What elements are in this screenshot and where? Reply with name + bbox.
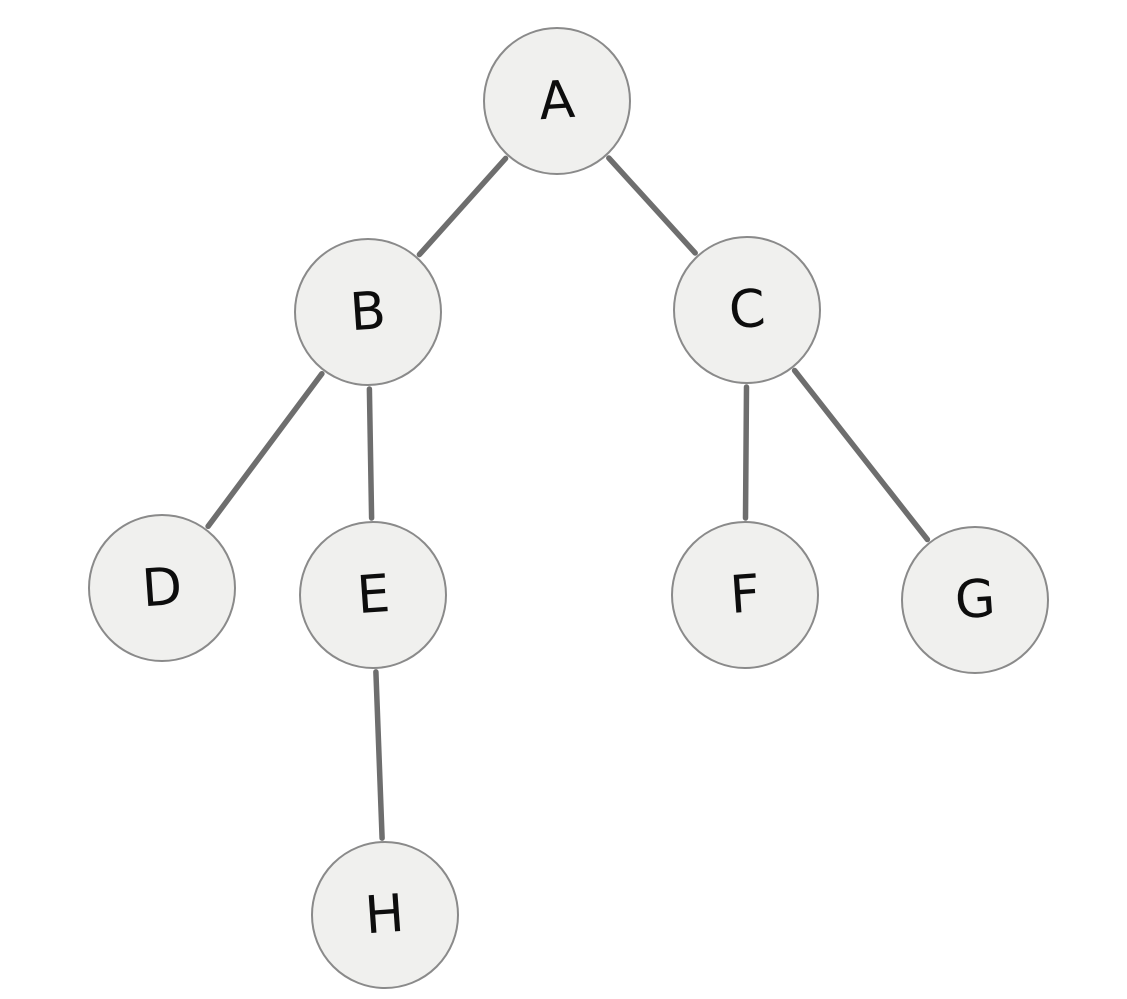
edge-B-E[interactable] [366,386,375,521]
node-C[interactable]: C [673,236,821,384]
edge-C-F[interactable] [742,384,750,521]
node-C-label: C [726,278,768,342]
node-D-label: D [139,556,185,620]
node-A[interactable]: A [483,27,631,175]
edge-E-H[interactable] [373,669,385,841]
node-B-label: B [348,280,388,344]
node-G-label: G [952,568,998,632]
node-A-label: A [537,69,577,133]
node-H[interactable]: H [311,841,459,989]
node-G[interactable]: G [901,526,1049,674]
edge-A-B[interactable] [416,155,509,258]
node-H-label: H [363,883,407,947]
node-B[interactable]: B [294,238,442,386]
node-F[interactable]: F [671,521,819,669]
node-E-label: E [354,563,392,627]
edge-A-C[interactable] [606,155,698,256]
edge-C-G[interactable] [791,367,931,543]
node-F-label: F [727,564,763,626]
edge-B-D[interactable] [205,370,325,530]
node-D[interactable]: D [88,514,236,662]
node-E[interactable]: E [299,521,447,669]
